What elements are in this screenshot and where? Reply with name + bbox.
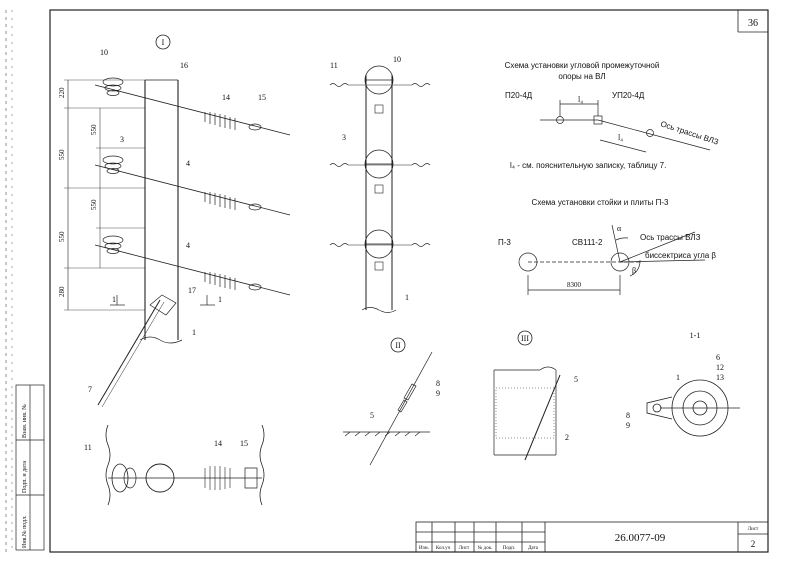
scheme1-title-line1: Схема установки угловой промежуточной [505,61,660,70]
pole-front-view [329,65,431,313]
view-ii-callout-9: 9 [436,389,440,398]
scheme1-right-label: УП20-4Д [612,91,645,100]
scheme1-title-line2: опоры на ВЛ [558,72,605,81]
front-callout-10: 10 [393,55,401,64]
section-title: 1-1 [690,331,701,340]
sheet-number: 2 [751,539,756,549]
title-block [415,521,769,553]
side-stamp-replace: Взам. инв. № [22,404,28,438]
plan-callout-15: 15 [240,439,248,448]
callout-4a: 4 [186,159,190,168]
scheme1-axis-label: Ось трассы ВЛЗ [659,119,719,146]
scheme2-dim: 8300 [567,281,582,289]
page-number: 36 [748,18,758,29]
front-callout-11: 11 [330,61,338,70]
scheme2-alpha: α [617,224,622,233]
callout-1: 1 [192,328,196,337]
dim-550-a: 550 [90,124,98,135]
dim-280: 280 [58,286,66,297]
dim-220: 220 [58,87,66,98]
view-ii-drawing [343,351,433,466]
title-col-sign: Подп. [503,546,515,551]
view-i-label: I [162,38,165,47]
title-col-izm: Изм. [419,546,429,551]
view-ii-callout-8: 8 [436,379,440,388]
side-stamp [15,384,45,551]
scheme1-left-label: П20-4Д [505,91,533,100]
view-ii-callout-5: 5 [370,411,374,420]
scheme2-bisector: биссектриса угла β [645,251,716,260]
scheme1-drawing [540,100,711,153]
title-col-kolych: Кол.уч [436,546,451,551]
scheme1-len-label-2: l₄ [618,133,623,142]
scheme1-note: l₄ - см. пояснительную записку, таблицу … [510,161,666,170]
doc-code: 26.0077-09 [615,532,666,544]
view-iii-drawing [493,366,561,461]
callout-15: 15 [258,93,266,102]
scheme2-drawing [518,224,706,295]
callout-16: 16 [180,61,188,70]
pole-side-view [64,79,291,408]
view-ii-marker: II [390,337,406,353]
title-col-date: Дата [528,546,539,551]
scheme2-mid-label: СВ111-2 [572,238,603,247]
section-callout-1: 1 [676,373,680,382]
section-callout-9: 9 [626,421,630,430]
pole-plan-view [105,424,265,506]
callout-7: 7 [88,385,92,394]
view-iii-callout-5: 5 [574,375,578,384]
section-mark-right: 1 [218,295,222,304]
view-iii-label: III [521,334,529,343]
scheme1-len-label: l₄ [578,95,583,104]
section-mark-left: 1 [112,295,116,304]
dim-550-d: 550 [58,231,66,242]
front-callout-3: 3 [342,133,346,142]
callout-4b: 4 [186,241,190,250]
pin-insulators [102,77,124,254]
dim-550-b: 550 [58,149,66,160]
section-callout-8: 8 [626,411,630,420]
suspension-strings [204,112,262,291]
dim-550-c: 550 [90,199,98,210]
scheme2-title: Схема установки стойки и плиты П-3 [532,198,669,207]
scheme2-left-label: П-3 [498,238,511,247]
title-col-doc: № док. [478,545,493,551]
section-callout-13: 13 [716,373,724,382]
callout-10: 10 [100,48,108,57]
view-i-marker: I [155,34,171,50]
callout-3: 3 [120,135,124,144]
sheet-label: Лист [748,527,759,532]
section-callout-6: 6 [716,353,720,362]
callout-14: 14 [222,93,230,102]
sheet-frame [5,9,769,553]
section-drawing [646,379,740,437]
plan-callout-14: 14 [214,439,222,448]
front-callout-1: 1 [405,293,409,302]
side-stamp-inv: Инв.№ подл. [22,515,28,548]
title-col-list: Лист [459,546,470,551]
view-iii-marker: III [517,330,533,346]
scheme2-beta: β [632,266,636,275]
side-stamp-sign: Подп. и дата [22,461,28,493]
view-iii-callout-2: 2 [565,433,569,442]
callout-17: 17 [188,286,196,295]
view-ii-label: II [395,341,401,350]
section-callout-12: 12 [716,363,724,372]
scheme2-axis-label: Ось трассы ВЛЗ [640,233,701,242]
plan-callout-11: 11 [84,443,92,452]
